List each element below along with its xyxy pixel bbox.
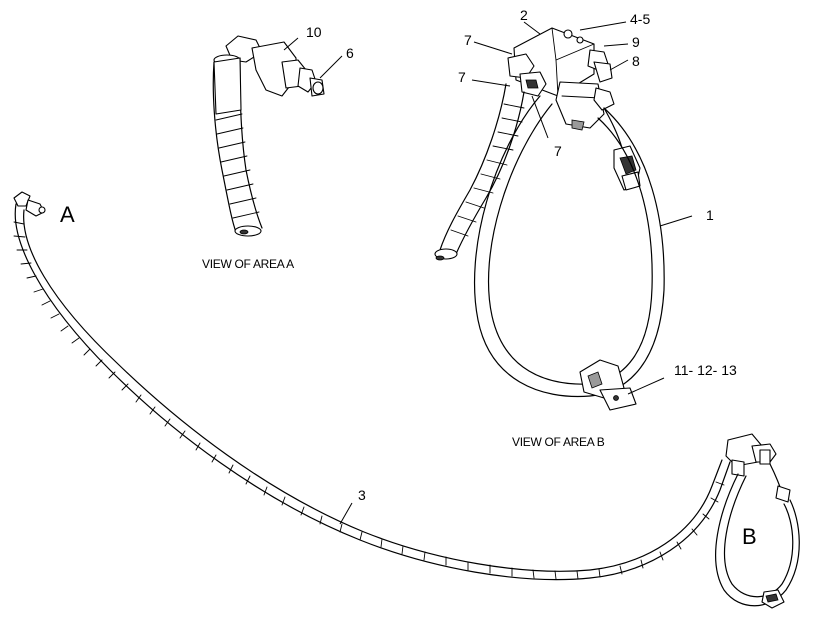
hose-3-inner xyxy=(23,209,723,572)
view-area-a-detail xyxy=(212,35,343,237)
callout-11-12-13: 11- 12- 13 xyxy=(674,362,737,378)
callout-7-top: 7 xyxy=(464,32,472,48)
main-hose-assembly xyxy=(13,191,731,581)
caption-view-area-a: VIEW OF AREA A xyxy=(202,257,294,271)
caption-view-area-b: VIEW OF AREA B xyxy=(512,435,605,449)
callout-3: 3 xyxy=(358,487,366,503)
callout-4-5: 4-5 xyxy=(630,11,650,27)
callout-2: 2 xyxy=(520,7,528,23)
callout-6: 6 xyxy=(346,45,354,61)
callout-labels: 1 2 3 4-5 6 7 7 7 8 9 10 11- 12- 13 A B … xyxy=(60,7,757,549)
hose-3-spiral-wrap xyxy=(13,221,725,580)
callout-7-low: 7 xyxy=(554,143,562,159)
left-end-fitting xyxy=(13,191,46,217)
area-label-a: A xyxy=(60,202,75,227)
area-label-b: B xyxy=(742,524,757,549)
callout-8: 8 xyxy=(632,53,640,69)
callout-10: 10 xyxy=(306,24,322,40)
callout-7-mid: 7 xyxy=(458,69,466,85)
area-b-small-assembly xyxy=(715,433,800,609)
callout-9: 9 xyxy=(632,34,640,50)
view-area-b-detail xyxy=(434,21,693,411)
callout-1: 1 xyxy=(706,207,714,223)
